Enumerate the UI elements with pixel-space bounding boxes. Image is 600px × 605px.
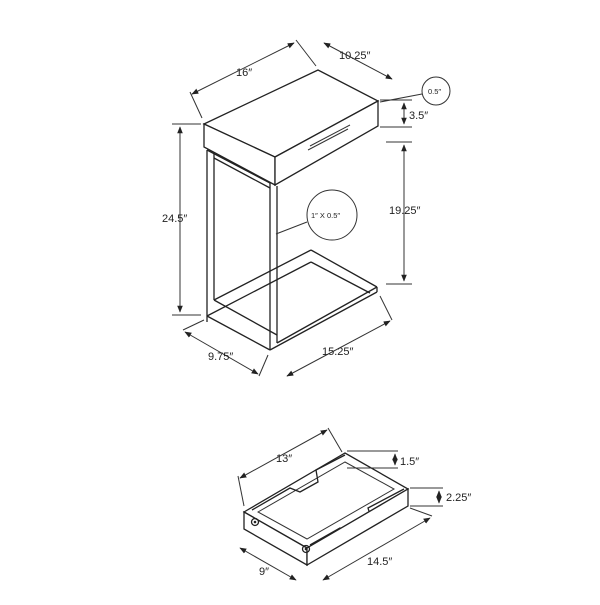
drawer-height-label: 3.5″ [409,110,428,122]
table-depth-label: 10.25″ [339,50,371,62]
drawer-depth-label: 9″ [259,566,269,578]
base-depth-label: 9.75″ [208,351,233,363]
side-table-drawing: 16″ 10.25″ 0.5″ 3.5″ 19.25″ 1″ X 0.5″ 24… [162,39,451,377]
table-width-label: 16″ [236,67,252,79]
drawer-front-height-label: 2.25″ [446,492,471,504]
base-length-label: 15.25″ [322,346,354,358]
top-thickness-callout: 0.5″ [428,87,441,96]
total-height-label: 24.5″ [162,213,187,225]
drawer-length-label: 14.5″ [367,556,392,568]
clearance-height-label: 19.25″ [389,205,421,217]
drawer-side-height-label: 1.5″ [400,456,419,468]
drawer-width-label: 13″ [276,453,292,465]
frame-tube-callout: 1″ X 0.5″ [311,211,340,220]
drawer-drawing: 13″ 1.5″ 2.25″ 9″ 14.5″ [237,427,471,581]
